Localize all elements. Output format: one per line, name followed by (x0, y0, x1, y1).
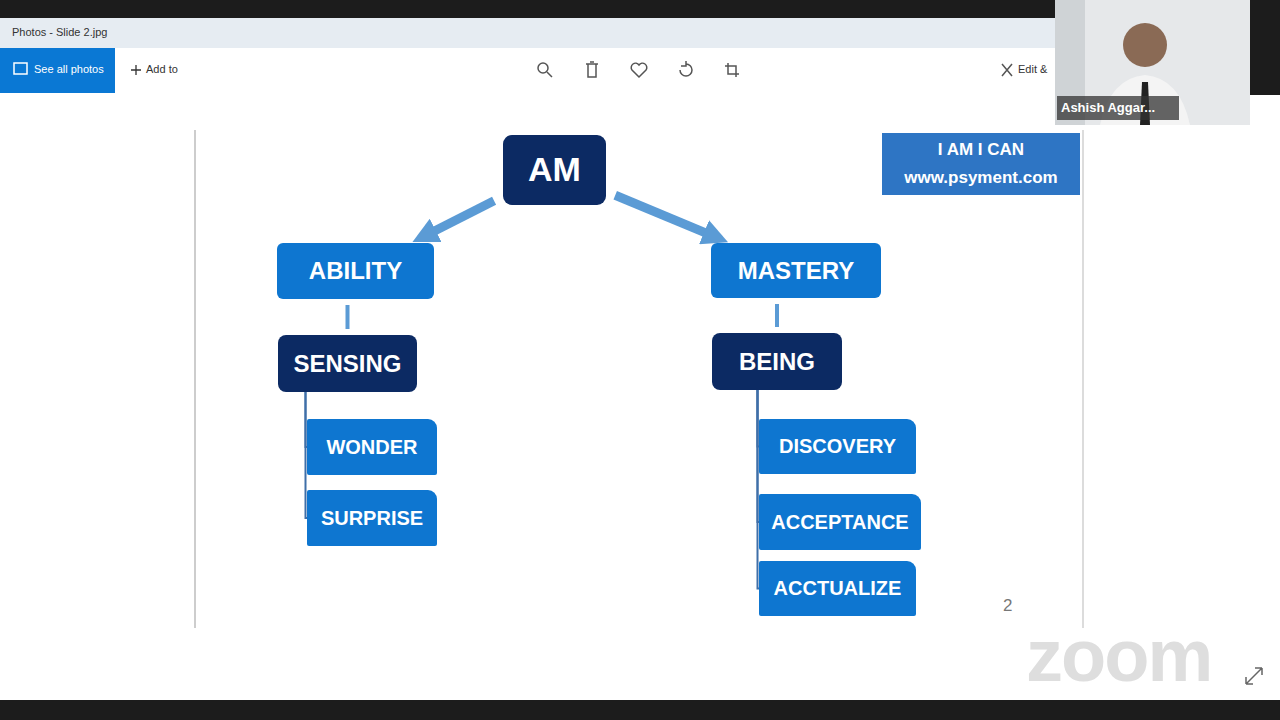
expand-icon (1246, 668, 1262, 684)
line-connector (346, 305, 350, 329)
toolbar (0, 48, 1055, 95)
node-text: BEING (739, 348, 815, 376)
leaf-box: WONDER (307, 419, 437, 475)
button-text: Add to (146, 63, 178, 76)
node-text: I AM I CAN (938, 140, 1024, 160)
plus-icon (131, 65, 141, 75)
node-text: ABILITY (309, 257, 402, 285)
arrow-connector (615, 195, 717, 237)
leaf-box: ACCEPTANCE (759, 494, 921, 550)
button-text: See all photos (34, 63, 104, 76)
node-text: WONDER (326, 436, 417, 459)
node-text: MASTERY (738, 257, 854, 285)
slide-edge (1082, 130, 1084, 628)
leaf-box: DISCOVERY (759, 419, 916, 474)
branch-box: ABILITY (277, 243, 434, 299)
speaker-head (1123, 23, 1167, 67)
slide-number: 2 (1003, 596, 1012, 616)
sub-box: BEING (712, 333, 842, 390)
bottom-bar (0, 700, 1280, 720)
see-all-button (0, 48, 115, 93)
video-thumbnail (1055, 0, 1250, 125)
photo-area (0, 95, 1280, 700)
photos-icon (14, 63, 27, 74)
node-text: ACCTUALIZE (774, 577, 902, 600)
node-text: AM (528, 150, 581, 189)
leaf-box: ACCTUALIZE (759, 561, 916, 616)
button-text: Edit & (1018, 63, 1047, 76)
participant-name: Ashish Aggar... (1061, 100, 1155, 116)
sub-box: SENSING (278, 335, 417, 392)
title-bar (0, 18, 1055, 48)
node-text: DISCOVERY (779, 435, 896, 458)
root-box: AM (503, 135, 606, 205)
node-text: SENSING (293, 350, 401, 378)
node-text: www.psyment.com (904, 168, 1057, 188)
slide-edge (194, 130, 196, 628)
zoom-watermark: zoom (1026, 612, 1211, 701)
line-connector (775, 304, 779, 327)
branch-box: MASTERY (711, 243, 881, 298)
name-tag (1057, 96, 1179, 120)
node-text: ACCEPTANCE (771, 511, 908, 534)
leaf-box: SURPRISE (307, 490, 437, 546)
site-banner: I AM I CAN www.psyment.com (882, 133, 1080, 195)
window-title: Photos - Slide 2.jpg (12, 26, 107, 39)
node-text: SURPRISE (321, 507, 423, 530)
toolbar-icons (538, 61, 1012, 77)
arrow-connector (423, 201, 494, 237)
